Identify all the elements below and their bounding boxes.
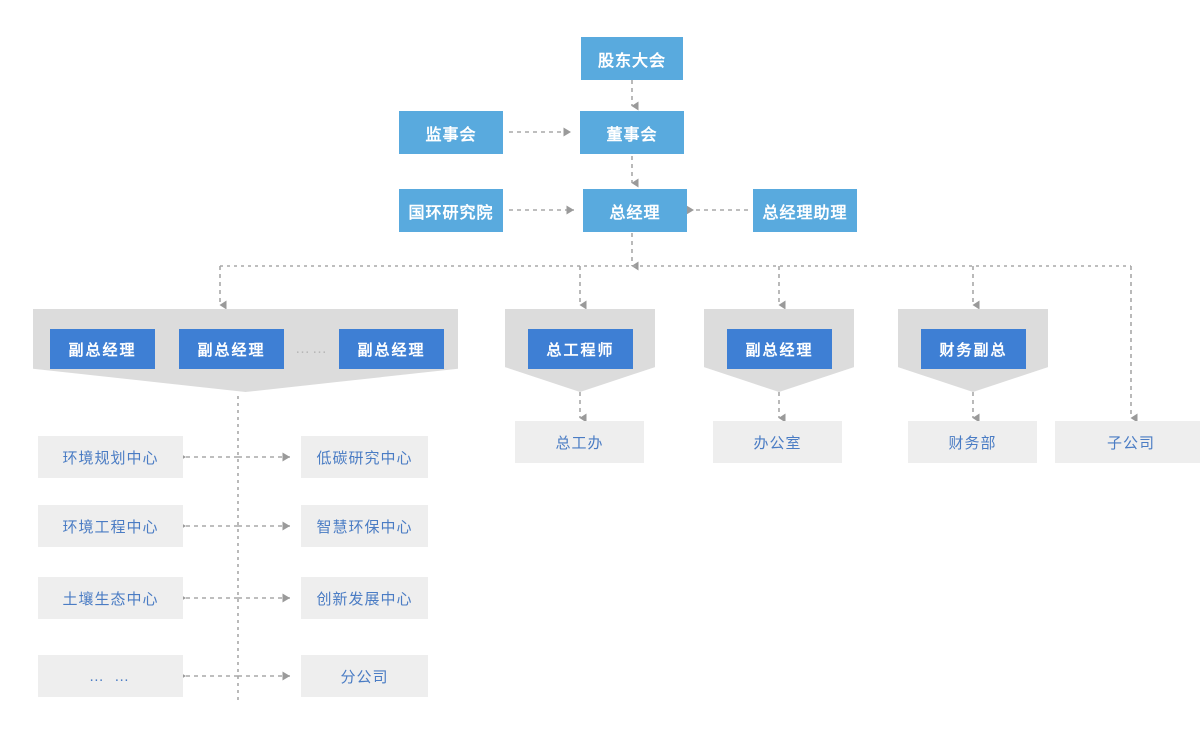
node-dept-more-left[interactable]: … … (38, 655, 183, 697)
node-dept-soil-ecology[interactable]: 土壤生态中心 (38, 577, 183, 619)
node-dept-innovation[interactable]: 创新发展中心 (301, 577, 428, 619)
node-dept-low-carbon[interactable]: 低碳研究中心 (301, 436, 428, 478)
node-dept-subsidiary[interactable]: 子公司 (1055, 421, 1200, 463)
node-vp-1[interactable]: 副总经理 (50, 329, 155, 369)
node-cfo[interactable]: 财务副总 (921, 329, 1026, 369)
node-national-env-institute[interactable]: 国环研究院 (399, 189, 503, 232)
node-dept-env-engineering[interactable]: 环境工程中心 (38, 505, 183, 547)
node-dept-chief-engineer-office[interactable]: 总工办 (515, 421, 644, 463)
node-dept-branch-company[interactable]: 分公司 (301, 655, 428, 697)
vp-group-ellipsis: …… (295, 340, 329, 357)
node-dept-env-planning[interactable]: 环境规划中心 (38, 436, 183, 478)
node-dept-finance[interactable]: 财务部 (908, 421, 1037, 463)
node-vp-2[interactable]: 副总经理 (179, 329, 284, 369)
node-board-of-directors[interactable]: 董事会 (580, 111, 684, 154)
node-chief-engineer[interactable]: 总工程师 (528, 329, 633, 369)
node-board-of-supervisors[interactable]: 监事会 (399, 111, 503, 154)
node-gm-assistant[interactable]: 总经理助理 (753, 189, 857, 232)
node-shareholders-meeting[interactable]: 股东大会 (581, 37, 683, 80)
node-dept-office[interactable]: 办公室 (713, 421, 842, 463)
node-vp-3[interactable]: 副总经理 (339, 329, 444, 369)
node-vp-admin[interactable]: 副总经理 (727, 329, 832, 369)
node-dept-smart-env[interactable]: 智慧环保中心 (301, 505, 428, 547)
node-general-manager[interactable]: 总经理 (583, 189, 687, 232)
